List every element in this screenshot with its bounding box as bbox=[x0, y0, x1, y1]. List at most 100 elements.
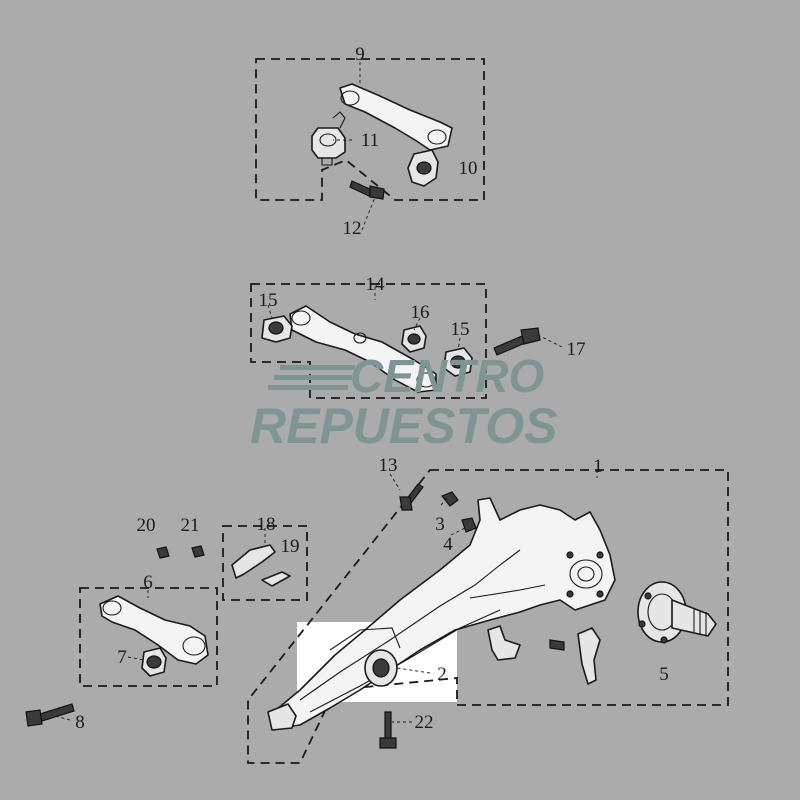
lower-arm-hole-right bbox=[416, 372, 436, 388]
callout-14: 14 bbox=[366, 274, 386, 295]
bolt-22-head bbox=[379, 737, 397, 749]
bushing-15-left-bore bbox=[268, 321, 284, 335]
lower-arm[interactable] bbox=[289, 305, 437, 393]
group-1-trailing-arm[interactable] bbox=[247, 469, 729, 764]
group-9-upper-arm[interactable] bbox=[255, 58, 485, 231]
callout-19: 19 bbox=[281, 536, 300, 557]
hub-5-threads bbox=[693, 608, 707, 636]
nut-21[interactable] bbox=[191, 545, 205, 558]
watermark-stripe bbox=[268, 385, 348, 390]
group-9-outline bbox=[255, 58, 485, 201]
group-1-outline bbox=[247, 469, 729, 764]
hub-stud bbox=[660, 636, 668, 644]
watermark-stripe bbox=[280, 365, 355, 370]
watermark: CENTRO REPUESTOS bbox=[250, 350, 558, 454]
bushing-16-bore bbox=[407, 333, 421, 345]
group-18-bracket-set[interactable] bbox=[222, 525, 308, 601]
bolt-22[interactable] bbox=[384, 711, 392, 741]
callout-3: 3 bbox=[435, 514, 445, 535]
hub-stud bbox=[644, 592, 652, 600]
group-14-lower-arm[interactable] bbox=[250, 283, 563, 399]
leader-15-right bbox=[457, 337, 461, 351]
callout-8: 8 bbox=[75, 712, 85, 733]
leader-7 bbox=[127, 656, 145, 661]
upper-arm-hole-left bbox=[340, 90, 360, 106]
group-6-outline bbox=[79, 587, 218, 687]
leader-16 bbox=[413, 317, 421, 331]
leader-17 bbox=[539, 335, 563, 348]
leader-4 bbox=[450, 527, 466, 536]
lower-link[interactable] bbox=[99, 595, 209, 665]
bushing-11[interactable] bbox=[311, 127, 346, 159]
watermark-line2: REPUESTOS bbox=[250, 398, 558, 454]
trailing-arm-ridge bbox=[299, 549, 521, 701]
callout-22: 22 bbox=[415, 712, 434, 733]
callout-11: 11 bbox=[361, 130, 379, 151]
callout-5: 5 bbox=[659, 664, 669, 685]
watermark-stripe bbox=[274, 375, 352, 380]
callout-16: 16 bbox=[411, 302, 430, 323]
group-6-lower-link[interactable] bbox=[79, 587, 218, 687]
mount-bolt-hole bbox=[566, 590, 574, 598]
mount-bolt-hole bbox=[596, 551, 604, 559]
bracket-19a[interactable] bbox=[231, 544, 276, 579]
callout-12: 12 bbox=[343, 218, 362, 239]
bushing-15-right-bore bbox=[450, 355, 466, 369]
bushing-2-housing bbox=[329, 627, 401, 651]
hub-mount-ring bbox=[569, 559, 603, 589]
callout-7: 7 bbox=[117, 647, 127, 668]
callout-9: 9 bbox=[355, 44, 365, 65]
callout-18: 18 bbox=[257, 514, 276, 535]
bushing-10-bore bbox=[416, 161, 432, 175]
bolt-12-head bbox=[369, 185, 385, 200]
callout-20: 20 bbox=[137, 515, 156, 536]
leader-3 bbox=[440, 497, 448, 506]
bolt-8-group[interactable] bbox=[25, 703, 75, 727]
leader-12 bbox=[361, 196, 376, 231]
bolt-17-head bbox=[520, 327, 541, 345]
mount-bolt-hole bbox=[566, 551, 574, 559]
callout-2: 2 bbox=[437, 664, 447, 685]
bolt-8[interactable] bbox=[39, 703, 75, 722]
bushing-11-stem bbox=[321, 158, 333, 166]
mount-bolt-hole bbox=[596, 590, 604, 598]
upper-arm-hole-right bbox=[427, 129, 447, 145]
callout-21: 21 bbox=[181, 515, 200, 536]
bushing-11-clip bbox=[332, 111, 346, 129]
callout-15-right: 15 bbox=[451, 319, 470, 340]
small-bolt[interactable] bbox=[549, 639, 565, 651]
lower-link-hole-right bbox=[182, 636, 206, 656]
callout-13: 13 bbox=[379, 455, 398, 476]
bushing-7-bore bbox=[146, 655, 162, 669]
callout-10: 10 bbox=[459, 158, 478, 179]
bracket-left[interactable] bbox=[487, 625, 521, 661]
trailing-arm-slot bbox=[469, 584, 546, 599]
trailing-arm-edge bbox=[309, 609, 501, 713]
callout-4: 4 bbox=[443, 534, 453, 555]
nut-4[interactable] bbox=[461, 517, 477, 533]
lower-arm-hole-mid bbox=[353, 332, 367, 344]
watermark-line1: CENTRO bbox=[350, 350, 544, 402]
nut-3[interactable] bbox=[441, 491, 459, 507]
callout-17: 17 bbox=[567, 339, 586, 360]
upper-arm[interactable] bbox=[339, 83, 453, 151]
bolt-8-head bbox=[25, 709, 43, 727]
hub-mount-bore bbox=[577, 566, 595, 582]
trailing-arm[interactable] bbox=[269, 497, 616, 729]
nut-20[interactable] bbox=[156, 546, 170, 559]
bolt-12[interactable] bbox=[349, 180, 373, 197]
leader-13 bbox=[389, 473, 401, 491]
bracket-right[interactable] bbox=[577, 627, 601, 685]
group-18-outline bbox=[222, 525, 308, 601]
callout-6: 6 bbox=[143, 572, 153, 593]
bracket-19b[interactable] bbox=[261, 571, 291, 587]
leader-8 bbox=[54, 715, 71, 721]
callout-1: 1 bbox=[593, 456, 603, 477]
bushing-11-bore bbox=[319, 133, 337, 147]
group-14-outline bbox=[250, 283, 487, 399]
leader-15-left bbox=[267, 304, 273, 319]
lower-link-hole-left bbox=[102, 600, 122, 616]
hub-stud bbox=[638, 620, 646, 628]
